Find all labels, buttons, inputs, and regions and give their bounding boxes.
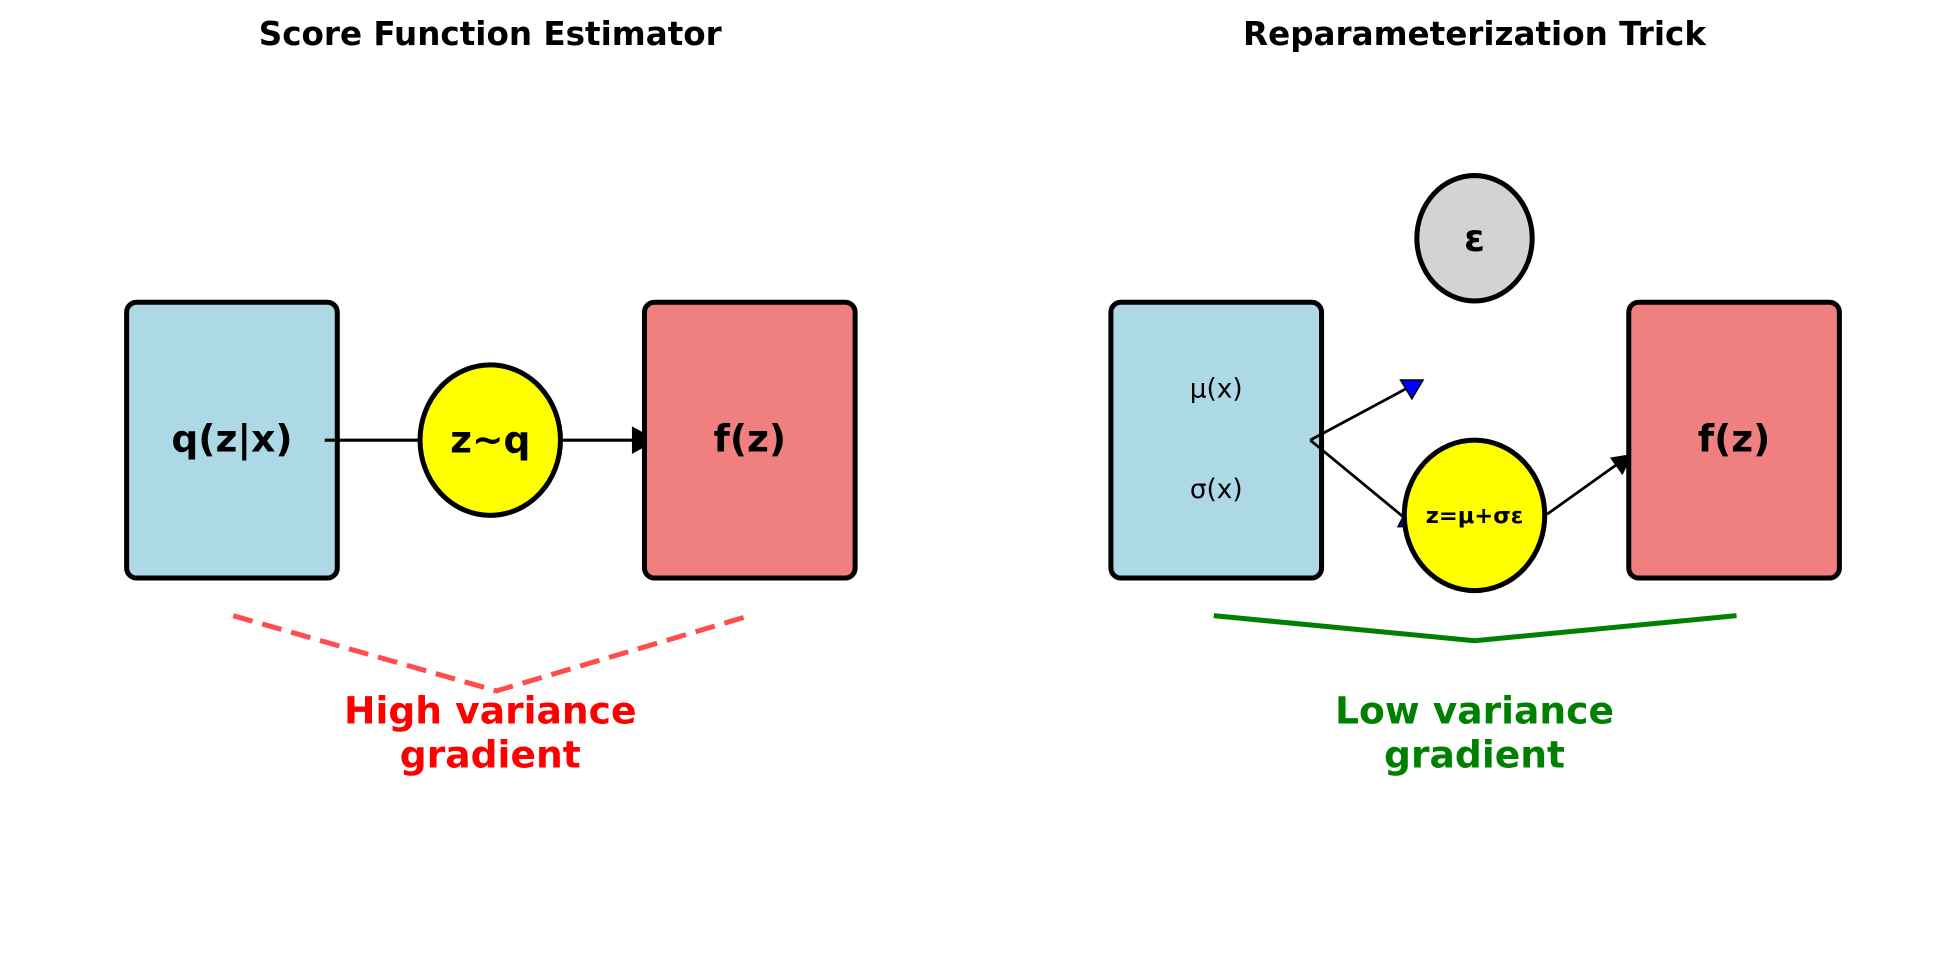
sample-label: z~q bbox=[450, 418, 530, 462]
low-variance-note-line1: Low variance bbox=[1335, 689, 1614, 733]
f-box bbox=[641, 299, 858, 581]
arrowhead-icon bbox=[1399, 379, 1425, 401]
low-variance-note-line2: gradient bbox=[1384, 732, 1565, 776]
high-variance-note-line1: High variance bbox=[344, 689, 636, 733]
sample-label: z=μ+σε bbox=[1426, 503, 1524, 529]
high-variance-bracket bbox=[232, 613, 751, 694]
mu-label: μ(x) bbox=[1190, 375, 1243, 405]
left-panel-title: Score Function Estimator bbox=[259, 15, 722, 53]
arrow-sigma bbox=[1309, 439, 1412, 524]
low-variance-bracket bbox=[1213, 613, 1737, 644]
reparameterization-panel: Reparameterization Trick ε μ(x) σ(x) z=μ… bbox=[1108, 15, 1842, 776]
epsilon-label: ε bbox=[1464, 216, 1485, 260]
arrow-mu bbox=[1309, 383, 1414, 442]
sample-node bbox=[1401, 437, 1548, 594]
epsilon-node bbox=[1414, 173, 1535, 304]
arrow-sample-to-f bbox=[1546, 462, 1619, 516]
score-function-panel: Score Function Estimator q(z|x) z~q f(z)… bbox=[124, 15, 858, 776]
f-label: f(z) bbox=[713, 416, 786, 460]
sigma-label: σ(x) bbox=[1190, 475, 1243, 505]
right-panel-title: Reparameterization Trick bbox=[1243, 15, 1707, 53]
high-variance-note-line2: gradient bbox=[400, 732, 581, 776]
f-box bbox=[1626, 299, 1842, 581]
encoder-label: q(z|x) bbox=[171, 416, 292, 461]
sample-node bbox=[417, 362, 563, 518]
encoder-box bbox=[1108, 299, 1325, 581]
f-label: f(z) bbox=[1698, 416, 1771, 460]
